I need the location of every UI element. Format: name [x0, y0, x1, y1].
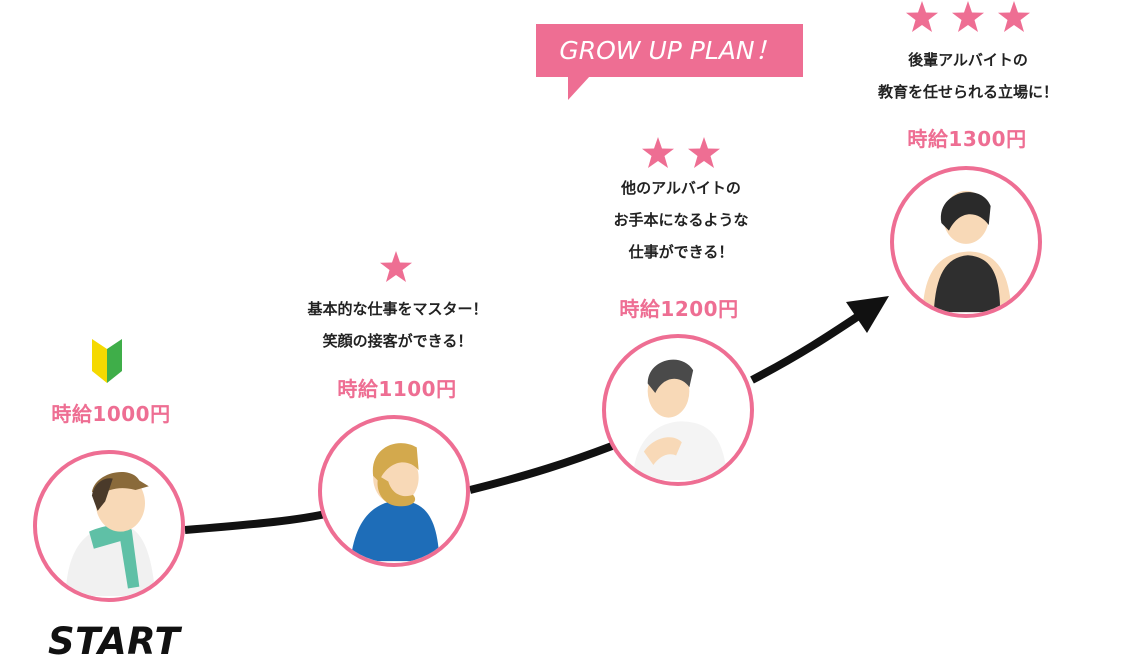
- star-icon: [906, 1, 938, 32]
- desc-step-2-line-2: 笑顔の接客ができる！: [322, 332, 473, 350]
- wage-step-2: 時給1100円: [337, 377, 457, 401]
- star-icon: [952, 1, 984, 32]
- star-icon: [688, 137, 720, 168]
- stars-step-4: [906, 1, 1030, 32]
- star-icon: [380, 251, 412, 282]
- desc-step-3-line-3: 仕事ができる！: [628, 243, 734, 261]
- desc-step-4-line-2: 教育を任せられる立場に！: [877, 83, 1058, 101]
- star-icon: [642, 137, 674, 168]
- stars-step-2: [380, 251, 412, 282]
- desc-step-3-line-1: 他のアルバイトの: [621, 179, 741, 197]
- desc-step-4-line-1: 後輩アルバイトの: [908, 51, 1028, 69]
- start-label: START: [48, 620, 181, 663]
- stars-step-3: [642, 137, 720, 168]
- desc-step-2: 基本的な仕事をマスター！ 笑顔の接客ができる！: [280, 293, 515, 357]
- desc-step-3: 他のアルバイトの お手本になるような 仕事ができる！: [576, 172, 786, 268]
- callout-tail: [568, 76, 590, 100]
- wage-step-1: 時給1000円: [51, 402, 171, 426]
- avatar-step-4: [890, 166, 1042, 318]
- avatar-step-1: [33, 450, 185, 602]
- grow-up-plan-callout: GROW UP PLAN！: [536, 24, 803, 77]
- beginner-mark-icon: [92, 339, 122, 383]
- desc-step-2-line-1: 基本的な仕事をマスター！: [307, 300, 488, 318]
- callout-text: GROW UP PLAN！: [559, 36, 780, 65]
- avatar-step-2: [318, 415, 470, 567]
- star-icon: [998, 1, 1030, 32]
- desc-step-4: 後輩アルバイトの 教育を任せられる立場に！: [843, 44, 1093, 108]
- avatar-step-3: [602, 334, 754, 486]
- wage-step-3: 時給1200円: [619, 297, 739, 321]
- wage-step-4: 時給1300円: [907, 127, 1027, 151]
- desc-step-3-line-2: お手本になるような: [613, 211, 749, 229]
